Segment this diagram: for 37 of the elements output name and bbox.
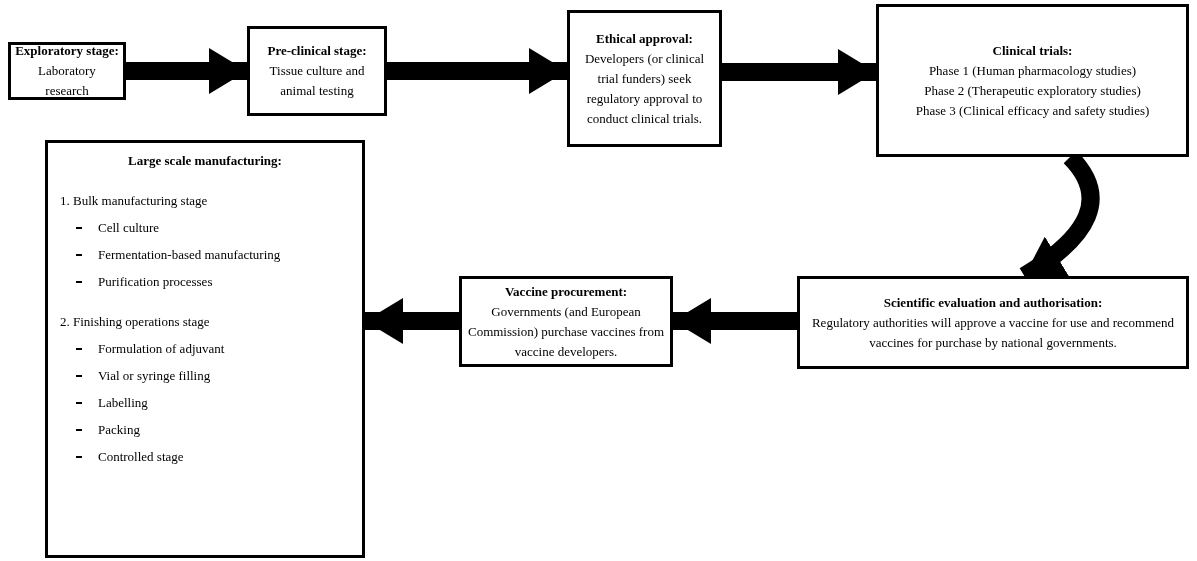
box-text: Developers (or clinical trial funders) seek regulatory approval to conduct clinical trials. bbox=[583, 49, 706, 128]
list-heading: 2. Finishing operations stage bbox=[60, 313, 210, 331]
box-heading: Clinical trials: bbox=[992, 41, 1073, 60]
block-arrow bbox=[365, 298, 459, 344]
list-item: Packing bbox=[98, 421, 140, 439]
box-heading: Ethical approval: bbox=[596, 29, 693, 48]
box-heading: Exploratory stage: bbox=[15, 42, 119, 60]
process-box bbox=[876, 4, 1189, 157]
box-text: Governments (and European Commission) purchase vaccines from vaccine developers. bbox=[466, 302, 665, 361]
box-text: Phase 2 (Therapeutic exploratory studies) bbox=[924, 81, 1141, 100]
block-arrow bbox=[673, 298, 797, 344]
process-box bbox=[247, 26, 387, 116]
box-heading: Scientific evaluation and authorisation: bbox=[883, 293, 1103, 312]
list-item: Vial or syringe filling bbox=[98, 367, 211, 385]
list-heading: 1. Bulk manufacturing stage bbox=[60, 192, 208, 210]
box-heading: Pre-clinical stage: bbox=[267, 42, 367, 60]
box-text: Phase 1 (Human pharmacology studies) bbox=[928, 61, 1137, 80]
process-box bbox=[459, 276, 673, 367]
list-item: Controlled stage bbox=[98, 448, 184, 466]
list-item: Labelling bbox=[98, 394, 148, 412]
block-arrow bbox=[722, 49, 876, 95]
list-item: Formulation of adjuvant bbox=[98, 340, 225, 358]
box-heading: Large scale manufacturing: bbox=[128, 152, 282, 170]
list-item: Purification processes bbox=[98, 273, 213, 291]
box-text: Tissue culture and animal testing bbox=[268, 62, 366, 100]
block-arrow bbox=[387, 48, 567, 94]
list-item: Cell culture bbox=[98, 219, 159, 237]
list-item: Fermentation-based manufacturing bbox=[98, 246, 281, 264]
box-heading: Vaccine procurement: bbox=[504, 282, 628, 301]
process-box bbox=[45, 140, 365, 558]
process-box bbox=[8, 42, 126, 100]
box-text: Phase 3 (Clinical efficacy and safety studies) bbox=[915, 101, 1150, 120]
block-arrow bbox=[126, 48, 247, 94]
box-text: Laboratory research bbox=[37, 62, 97, 100]
process-box bbox=[567, 10, 722, 147]
box-text: Regulatory authorities will approve a vaccine for use and recommend vaccines for purchase by national governments. bbox=[810, 313, 1176, 352]
process-box bbox=[797, 276, 1189, 369]
